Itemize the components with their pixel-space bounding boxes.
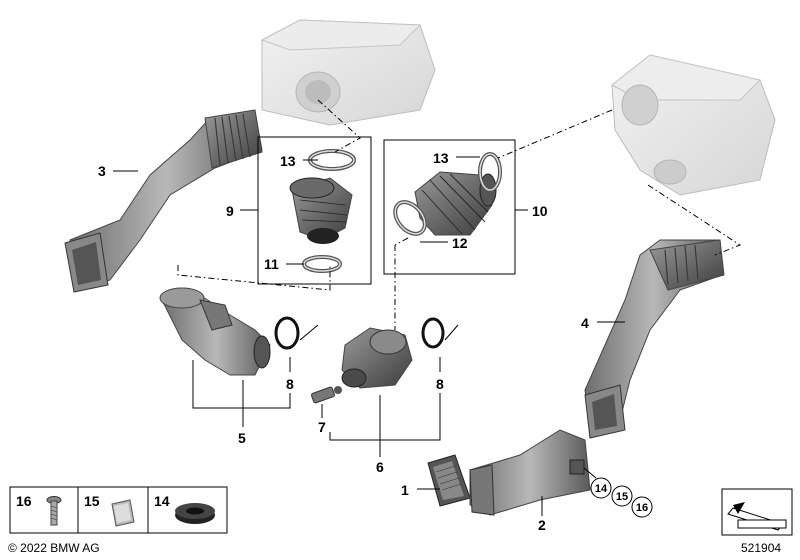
svg-text:15: 15	[616, 491, 628, 503]
legend-label-15: 15	[84, 493, 100, 509]
direction-arrow-icon	[721, 488, 793, 536]
circled-label-14: 14	[590, 477, 612, 499]
label-part-7: 7	[318, 419, 326, 435]
label-part-10: 10	[532, 203, 548, 219]
label-part-6: 6	[376, 459, 384, 475]
o-ring-part-8-right	[421, 317, 445, 349]
label-part-13-right: 13	[433, 150, 449, 166]
hose-clamp-part-12	[393, 200, 427, 236]
label-part-8-right: 8	[436, 376, 444, 392]
label-part-2: 2	[538, 517, 546, 533]
bellows-part-10	[414, 171, 497, 236]
o-ring-part-8-left	[274, 316, 300, 350]
diagram-number: 521904	[741, 541, 781, 555]
circled-label-16: 16	[631, 496, 653, 518]
intake-duct-part-3	[64, 109, 263, 293]
air-filter-housing-right	[611, 54, 776, 196]
housing-part-6	[341, 327, 413, 389]
label-part-4: 4	[581, 315, 589, 331]
intake-duct-part-2	[469, 429, 591, 516]
clip-nut-icon	[111, 499, 135, 527]
hose-clamp-part-11	[302, 255, 342, 273]
bellows-part-9	[289, 177, 353, 244]
copyright-text: © 2022 BMW AG	[8, 541, 100, 555]
svg-text:14: 14	[595, 483, 608, 495]
label-part-13-left: 13	[280, 153, 296, 169]
intake-duct-part-4	[584, 239, 725, 439]
filter-screen-part-1	[427, 454, 471, 507]
label-part-5: 5	[238, 430, 246, 446]
circled-label-15: 15	[611, 485, 633, 507]
bolt-icon	[46, 496, 62, 526]
label-part-12: 12	[452, 235, 468, 251]
svg-text:16: 16	[636, 502, 648, 514]
small-parts-legend: 16 15 14	[9, 486, 228, 534]
legend-label-16: 16	[16, 493, 32, 509]
elbow-pipe-part-5	[159, 287, 271, 376]
group-box-10	[383, 139, 516, 275]
label-part-9: 9	[226, 203, 234, 219]
grommet-icon	[175, 503, 215, 524]
legend-label-14: 14	[154, 493, 170, 509]
label-part-3: 3	[98, 163, 106, 179]
sensor-part-7	[311, 386, 342, 404]
leader-lines	[113, 156, 625, 516]
hose-clamp-part-13-right	[478, 152, 502, 192]
label-part-1: 1	[401, 482, 409, 498]
label-part-8-left: 8	[286, 376, 294, 392]
air-filter-housing-left	[260, 19, 436, 126]
label-part-11: 11	[264, 256, 279, 272]
connection-lines	[177, 99, 742, 330]
